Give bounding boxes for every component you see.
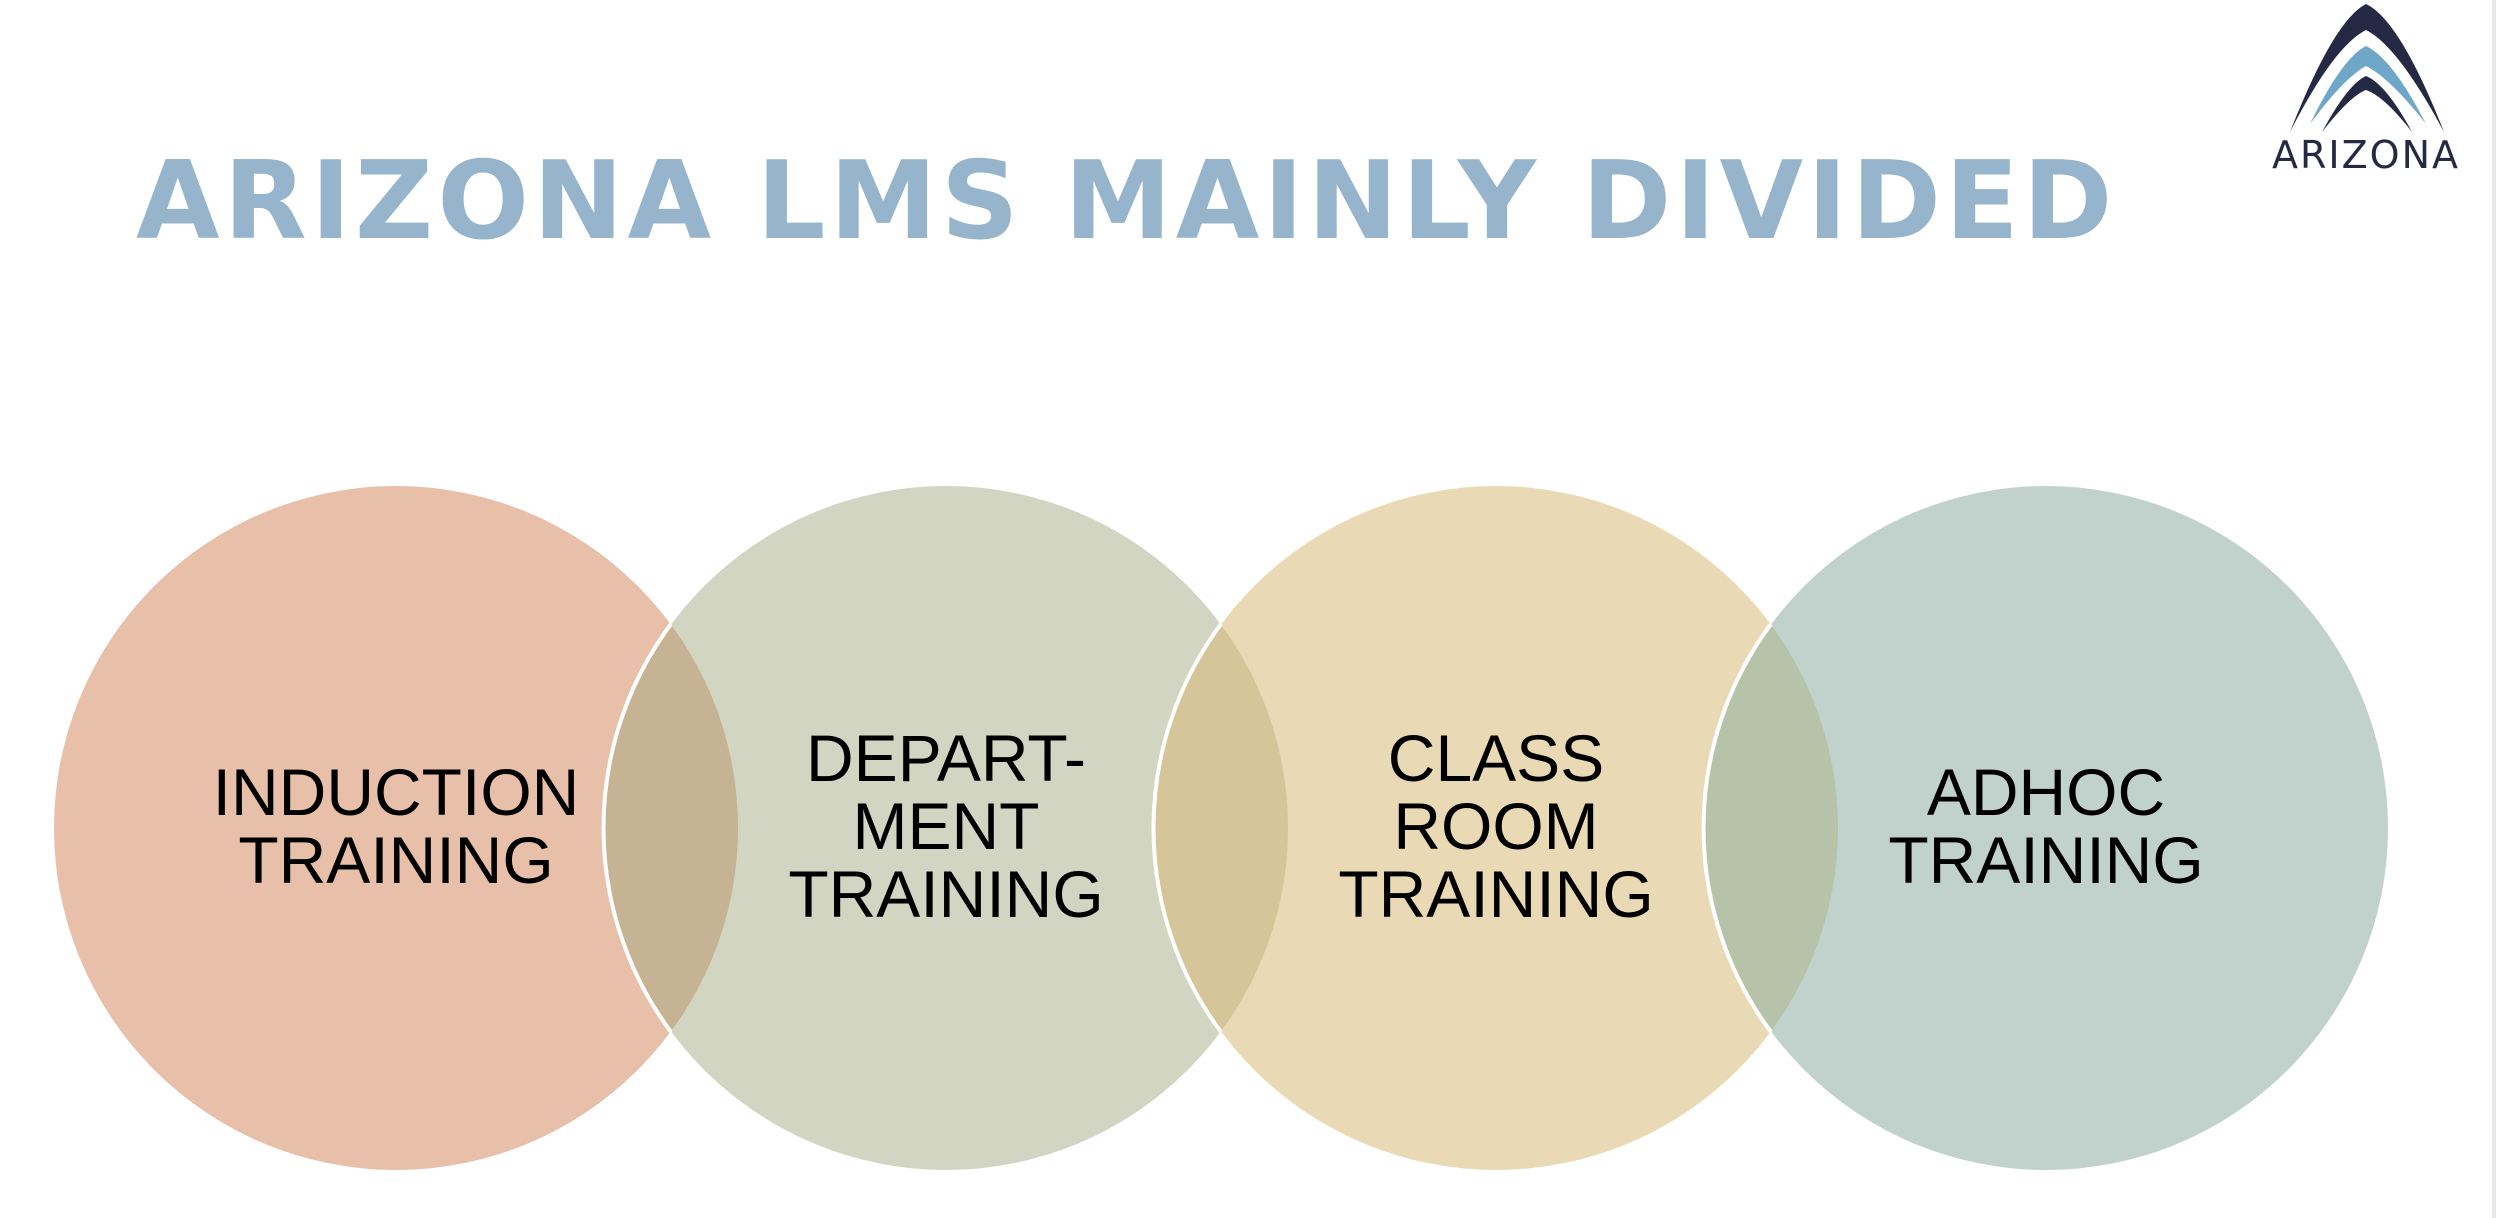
circle-adhoc-training (1704, 486, 2388, 1170)
circle-classroom-training (1154, 486, 1838, 1170)
label-adhoc-training: ADHOC TRAINING (1888, 755, 2204, 897)
logo-text: ARIZONA (2272, 133, 2460, 177)
label-induction-training: INDUCTION TRAINING (212, 755, 580, 897)
slide-title: ARIZONA LMS MAINLY DIVIDED (136, 139, 2117, 264)
separator-arc-2 (1151, 622, 1223, 1034)
slide-edge (2492, 0, 2496, 1218)
circle-induction-training (54, 486, 738, 1170)
label-classroom-training: CLASS ROOM TRAINING (1338, 721, 1654, 931)
label-department-training: DEPART- MENT TRAINING (788, 721, 1104, 931)
circle-department-training (604, 486, 1288, 1170)
separator-arc-3 (1701, 622, 1773, 1034)
arizona-logo: ARIZONA (2248, 0, 2484, 186)
separator-arc-1 (601, 622, 673, 1034)
mountain-arch-icon (2290, 4, 2444, 132)
